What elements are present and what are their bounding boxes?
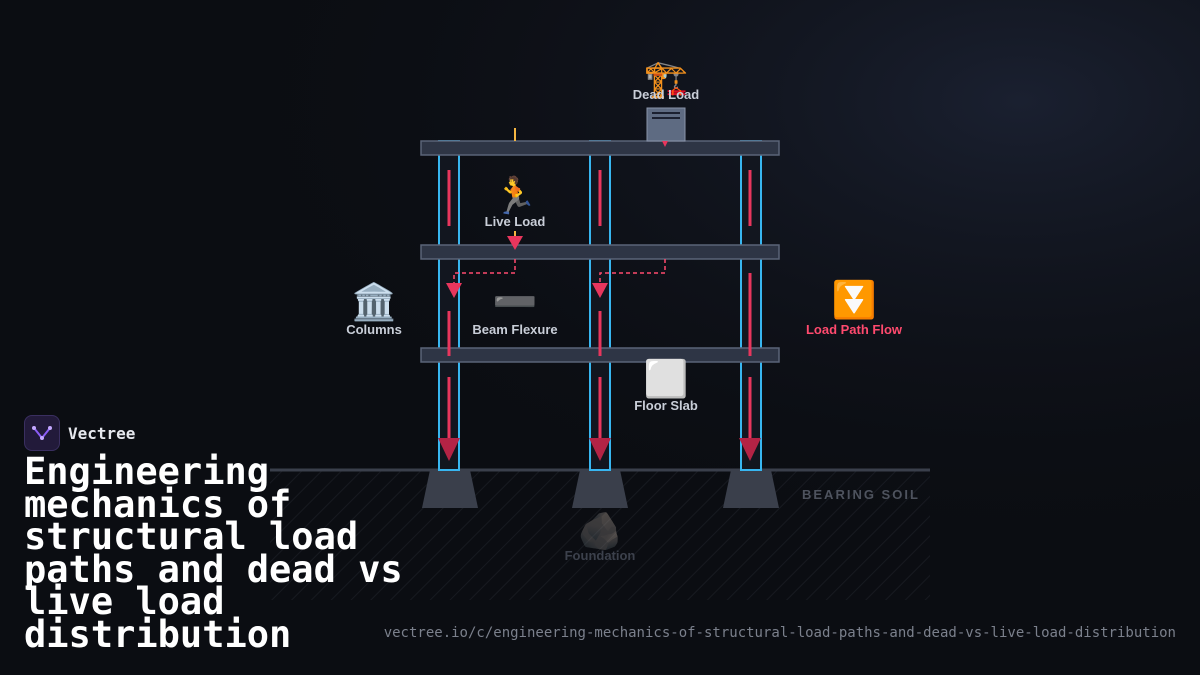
load-path-dashed xyxy=(453,259,666,284)
runner-icon: 🏃 xyxy=(492,176,538,217)
bearing-soil-label: BEARING SOIL xyxy=(802,487,920,502)
page-url[interactable]: vectree.io/c/engineering-mechanics-of-st… xyxy=(383,625,1176,641)
rock-icon: 🪨 xyxy=(577,511,623,552)
footing xyxy=(572,470,628,508)
brand-name: Vectree xyxy=(68,423,136,443)
base-reaction-arrows xyxy=(438,438,761,461)
columns-label: Columns xyxy=(346,322,402,337)
dead-load-label: Dead Load xyxy=(632,87,700,102)
minus-icon: ➖ xyxy=(492,282,538,323)
load-path-flow-label: Load Path Flow xyxy=(805,322,903,337)
classical-building-icon: 🏛️ xyxy=(351,282,397,323)
footing xyxy=(422,470,478,508)
foundation-label: Foundation xyxy=(564,548,636,563)
page-title: Engineering mechanics of structural load… xyxy=(24,450,403,656)
beam-flexure-label: Beam Flexure xyxy=(472,322,558,337)
white-square-icon: ⬜ xyxy=(643,359,689,400)
live-load-label: Live Load xyxy=(484,214,546,229)
vectree-logo-icon xyxy=(24,415,60,451)
crane-icon: 🏗️ xyxy=(643,59,689,100)
brand: Vectree xyxy=(24,415,135,451)
column-load-arrows xyxy=(447,170,752,442)
footing xyxy=(723,470,779,508)
floor-slab-label: Floor Slab xyxy=(634,398,698,413)
roof-beam xyxy=(420,140,780,156)
floor-beam xyxy=(420,244,780,260)
live-load-arrow xyxy=(507,236,523,250)
fast-down-icon: ⏬ xyxy=(831,280,877,321)
